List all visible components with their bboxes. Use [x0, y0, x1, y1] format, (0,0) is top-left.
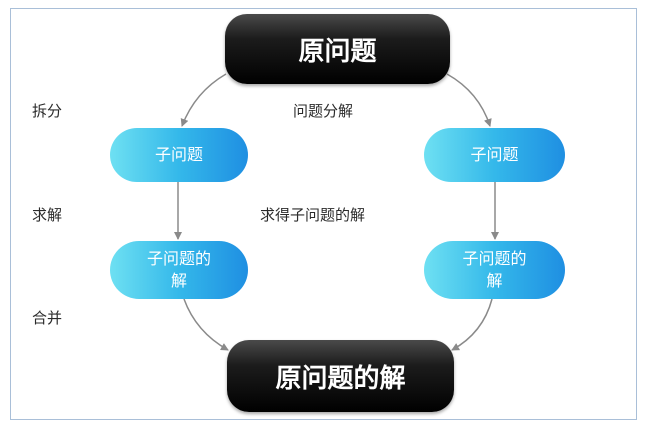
- decompose-annotation: 问题分解: [293, 102, 354, 120]
- right-solution-node: 子问题的 解: [424, 241, 565, 299]
- original-solution-node: 原问题的解: [227, 340, 454, 412]
- right-solution-label: 子问题的 解: [462, 248, 526, 292]
- right-subproblem-node: 子问题: [424, 128, 565, 182]
- step-split-label: 拆分: [32, 102, 63, 120]
- left-solution-node: 子问题的 解: [110, 241, 248, 299]
- right-solution-line-2: 解: [486, 271, 503, 290]
- step-merge-label: 合并: [32, 309, 63, 327]
- solve-annotation: 求得子问题的解: [260, 206, 366, 224]
- edge-left-solution-to-result: [183, 298, 229, 351]
- left-solution-line-2: 解: [170, 271, 187, 290]
- left-solution-label: 子问题的 解: [147, 248, 211, 292]
- step-solve-label: 求解: [32, 206, 63, 224]
- left-subproblem-node: 子问题: [110, 128, 248, 182]
- original-solution-label: 原问题的解: [275, 363, 406, 394]
- left-solution-line-1: 子问题的: [146, 249, 211, 268]
- right-solution-line-1: 子问题的: [462, 249, 527, 268]
- left-subproblem-label: 子问题: [154, 145, 203, 164]
- original-problem-label: 原问题: [298, 36, 377, 67]
- edge-right-solution-to-result: [451, 298, 493, 351]
- edge-root-to-left-subproblem: [180, 73, 227, 127]
- original-problem-node: 原问题: [225, 14, 450, 84]
- edge-root-to-right-subproblem: [446, 73, 492, 127]
- right-subproblem-label: 子问题: [470, 145, 519, 164]
